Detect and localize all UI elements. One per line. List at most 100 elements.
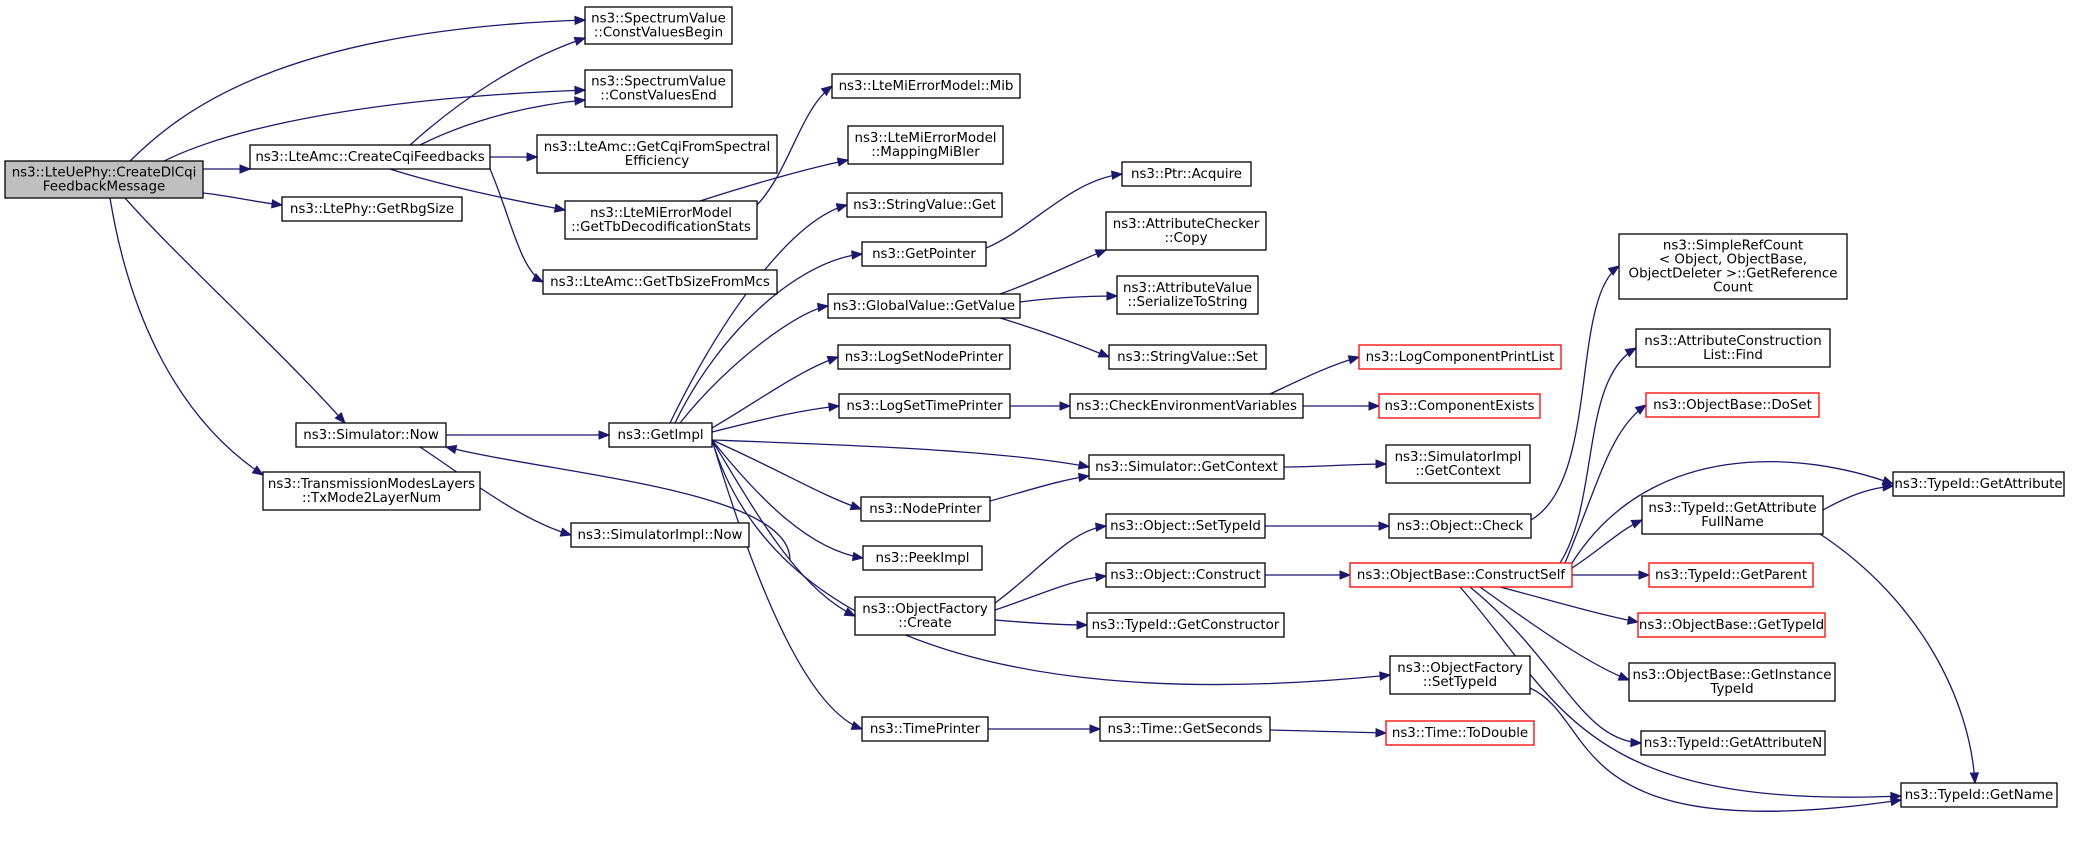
graph-node-log-time[interactable]: ns3::LogSetTimePrinter <box>838 393 1011 419</box>
call-edge-root-to-phy_rbg <box>202 192 284 209</box>
graph-node-obj-settid[interactable]: ns3::Object::SetTypeId <box>1105 513 1266 539</box>
graph-node-timeprinter[interactable]: ns3::TimePrinter <box>861 716 989 742</box>
graph-node-attrval-ser[interactable]: ns3::AttributeValue::SerializeToString <box>1116 275 1259 315</box>
graph-node-objfac-create[interactable]: ns3::ObjectFactory::Create <box>854 596 996 636</box>
graph-node-mi-map[interactable]: ns3::LteMiErrorModel::MappingMiBler <box>847 125 1004 165</box>
graph-node-box <box>295 422 447 448</box>
graph-node-strval-set[interactable]: ns3::StringValue::Set <box>1108 344 1267 370</box>
call-edge-line <box>409 37 586 146</box>
graph-node-ptr-acq[interactable]: ns3::Ptr::Acquire <box>1121 161 1252 187</box>
graph-node-simimpl-ctx[interactable]: ns3::SimulatorImpl::GetContext <box>1385 444 1531 484</box>
graph-node-tid-parent[interactable]: ns3::TypeId::GetParent <box>1648 562 1814 588</box>
call-edge-mi_tb-to-mi_map <box>699 157 850 202</box>
call-edge-root-to-txmode <box>109 197 265 476</box>
graph-node-check-env[interactable]: ns3::CheckEnvironmentVariables <box>1069 393 1304 419</box>
graph-node-ob-gettid[interactable]: ns3::ObjectBase::GetTypeId <box>1637 612 1826 638</box>
graph-node-peekimpl[interactable]: ns3::PeekImpl <box>862 545 983 571</box>
graph-node-box <box>1099 716 1271 742</box>
graph-node-strval-get[interactable]: ns3::StringValue::Get <box>846 192 1003 218</box>
graph-node-box <box>1648 562 1814 588</box>
call-edge-arrowhead <box>850 720 864 730</box>
graph-node-getimpl[interactable]: ns3::GetImpl <box>608 422 713 448</box>
graph-node-sim-ctx[interactable]: ns3::Simulator::GetContext <box>1088 454 1285 480</box>
graph-node-tid-attrn[interactable]: ns3::TypeId::GetAttributeN <box>1640 730 1826 756</box>
graph-node-amc-spec[interactable]: ns3::LteAmc::GetCqiFromSpectralEfficienc… <box>536 134 778 174</box>
call-edge-line <box>1822 485 1894 511</box>
graph-node-mi-tb[interactable]: ns3::LteMiErrorModel::GetTbDecodificatio… <box>564 200 758 240</box>
graph-node-gv-get[interactable]: ns3::GlobalValue::GetValue <box>827 293 1021 319</box>
graph-node-log-node[interactable]: ns3::LogSetNodePrinter <box>837 344 1011 370</box>
graph-node-mi-mib[interactable]: ns3::LteMiErrorModel::Mib <box>831 73 1021 99</box>
graph-node-ob-cself[interactable]: ns3::ObjectBase::ConstructSelf <box>1349 562 1573 588</box>
graph-node-box <box>1105 562 1266 588</box>
call-edge-arrowhead <box>816 302 830 313</box>
graph-node-box <box>249 144 491 170</box>
graph-node-label: ns3::TypeId::GetAttribute <box>1648 501 1816 516</box>
graph-node-tid-ctor[interactable]: ns3::TypeId::GetConstructor <box>1086 612 1285 638</box>
graph-node-amc-tb[interactable]: ns3::LteAmc::GetTbSizeFromMcs <box>542 269 778 295</box>
graph-node-label: ::GetContext <box>1415 464 1500 479</box>
graph-node-amc-cqi[interactable]: ns3::LteAmc::CreateCqiFeedbacks <box>249 144 491 170</box>
call-edge-arrowhead <box>1339 570 1352 580</box>
call-edge-ob_cself-to-attr_cons_find <box>1559 347 1638 564</box>
call-edge-line <box>711 439 1391 686</box>
graph-node-simimpl-now[interactable]: ns3::SimulatorImpl::Now <box>570 522 750 548</box>
graph-node-label: ns3::ObjectFactory <box>1397 661 1523 676</box>
graph-node-root[interactable]: ns3::LteUePhy::CreateDlCqiFeedbackMessag… <box>4 160 204 199</box>
call-edge-root-to-amc_cqi <box>202 164 252 174</box>
call-edge-line <box>999 249 1107 295</box>
graph-node-phy-rbg[interactable]: ns3::LtePhy::GetRbgSize <box>281 196 463 222</box>
call-edge-line <box>711 405 840 433</box>
call-edge-amc_cqi-to-spec_begin <box>409 36 587 146</box>
graph-node-box <box>1088 454 1285 480</box>
graph-node-log-comp[interactable]: ns3::LogComponentPrintList <box>1358 344 1562 370</box>
call-edge-line <box>1479 586 1630 681</box>
graph-node-label: ns3::Object::Construct <box>1110 568 1261 583</box>
call-edge-ob_cself-to-ob_gettid <box>1499 586 1640 625</box>
graph-node-obj-construct[interactable]: ns3::Object::Construct <box>1105 562 1266 588</box>
graph-node-box <box>1628 662 1836 702</box>
graph-node-spec-end[interactable]: ns3::SpectrumValue::ConstValuesEnd <box>584 69 733 108</box>
graph-node-label: ::MappingMiBler <box>871 145 980 160</box>
call-edge-root-to-sim_now <box>124 197 346 425</box>
graph-node-tid-getname[interactable]: ns3::TypeId::GetName <box>1900 782 2058 808</box>
graph-node-time-todbl[interactable]: ns3::Time::ToDouble <box>1385 720 1535 746</box>
graph-node-ob-doset[interactable]: ns3::ObjectBase::DoSet <box>1645 392 1820 418</box>
graph-node-sim-now[interactable]: ns3::Simulator::Now <box>295 422 447 448</box>
graph-node-getpointer[interactable]: ns3::GetPointer <box>861 241 987 267</box>
graph-node-tid-getattr[interactable]: ns3::TypeId::GetAttribute <box>1892 471 2065 497</box>
graph-node-time-getsec[interactable]: ns3::Time::GetSeconds <box>1099 716 1271 742</box>
graph-node-label: ns3::TypeId::GetName <box>1905 788 2054 803</box>
call-edge-line <box>1019 295 1118 303</box>
graph-node-spec-begin[interactable]: ns3::SpectrumValue::ConstValuesBegin <box>584 6 733 45</box>
call-edge-line <box>1819 533 1976 784</box>
call-edge-line <box>756 85 833 206</box>
graph-node-srefcount[interactable]: ns3::SimpleRefCount< Object, ObjectBase,… <box>1618 233 1848 300</box>
call-edge-line <box>1269 356 1360 395</box>
call-edge-arrowhead <box>826 355 840 365</box>
graph-node-box <box>1641 495 1824 535</box>
graph-node-txmode[interactable]: ns3::TransmissionModesLayers::TxMode2Lay… <box>262 471 481 511</box>
graph-node-label: ns3::LtePhy::GetRbgSize <box>290 202 454 217</box>
call-edge-line <box>1283 463 1387 468</box>
graph-node-label: ns3::ObjectBase::GetInstance <box>1632 668 1831 683</box>
graph-node-obj-check[interactable]: ns3::Object::Check <box>1388 513 1532 539</box>
graph-node-attrchk-copy[interactable]: ns3::AttributeChecker::Copy <box>1105 211 1267 251</box>
call-edge-line <box>1269 729 1387 734</box>
call-edge-arrowhead <box>573 36 587 46</box>
graph-node-label: ns3::AttributeChecker <box>1113 217 1260 232</box>
graph-node-comp-exists[interactable]: ns3::ComponentExists <box>1378 393 1541 419</box>
graph-node-label: ns3::TypeId::GetAttributeN <box>1644 736 1822 751</box>
call-edge-arrowhead <box>1106 291 1119 301</box>
call-edge-check_env-to-comp_exists <box>1303 401 1381 411</box>
graph-node-label: ns3::ObjectBase::ConstructSelf <box>1357 568 1566 583</box>
call-edge-arrowhead <box>835 203 849 213</box>
graph-node-objfac-settid[interactable]: ns3::ObjectFactory::SetTypeId <box>1389 655 1531 695</box>
graph-node-label: ns3::LteUePhy::CreateDlCqi <box>12 166 197 181</box>
call-edge-getimpl-to-sim_ctx <box>711 439 1091 470</box>
graph-node-nodeprinter[interactable]: ns3::NodePrinter <box>860 496 991 522</box>
graph-node-label: FullName <box>1701 515 1763 530</box>
